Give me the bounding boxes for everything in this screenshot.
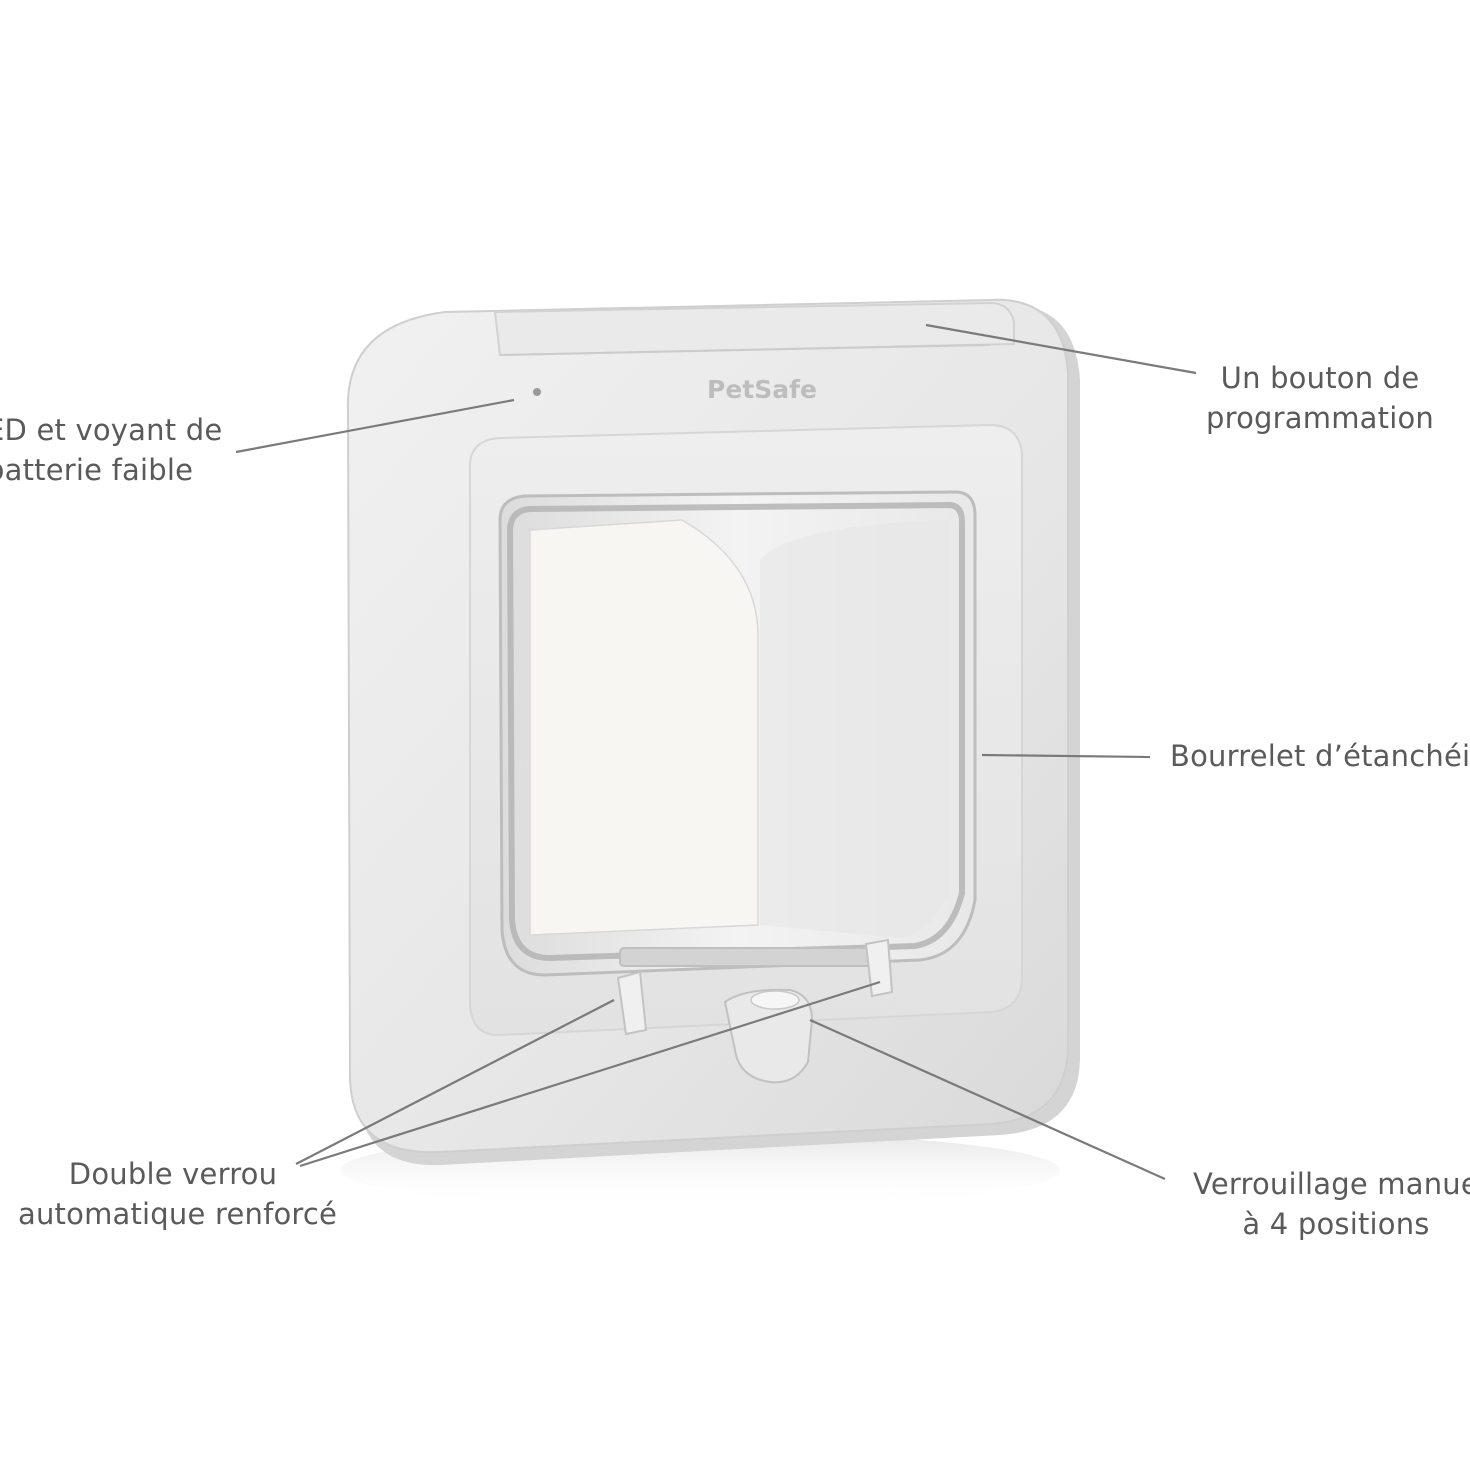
dial-knob [750,990,800,1010]
callout-manual-lock-line1: Verrouillage manue [1193,1167,1470,1201]
petsafe-logo: PetSafe [707,375,817,404]
flap-panel [529,519,759,936]
leader-lines [235,323,1197,1181]
callout-programming: Un bouton de programmation [1200,358,1440,438]
panel-seam [499,344,991,356]
tunnel-inner-shade [760,520,950,938]
programming-panel [493,301,1015,357]
callout-manual-lock-line2: à 4 positions [1242,1207,1430,1241]
callout-double-lock: Double verrou automatique renforcé [18,1154,338,1234]
callout-led-line2: batterie faible [0,453,194,487]
flap-frame [506,501,965,962]
callout-manual-lock: Verrouillage manue à 4 positions [1186,1164,1470,1244]
leader-double-lock-a [295,999,615,1165]
leader-led [235,398,515,454]
right-latch [864,938,894,998]
lock-bar [619,947,881,967]
callout-led: ED et voyant de batterie faible [0,410,222,490]
leader-manual-lock [809,1018,1166,1181]
callout-programming-line1: Un bouton de [1220,361,1420,395]
led-dot [533,388,541,396]
leader-programming [925,323,1197,375]
leader-double-lock-b [299,980,881,1168]
callout-seal-line1: Bourrelet d’étanchéit [1170,739,1470,773]
callout-double-lock-line1: Double verrou [68,1157,278,1191]
callout-led-line1: ED et voyant de [0,413,223,447]
leader-seal [981,753,1151,759]
callout-programming-line2: programmation [1206,401,1434,435]
left-latch [616,970,648,1036]
callout-seal: Bourrelet d’étanchéit [1170,736,1470,776]
manual-lock-dial [723,988,814,1084]
callout-double-lock-line2: automatique renforcé [18,1197,338,1231]
